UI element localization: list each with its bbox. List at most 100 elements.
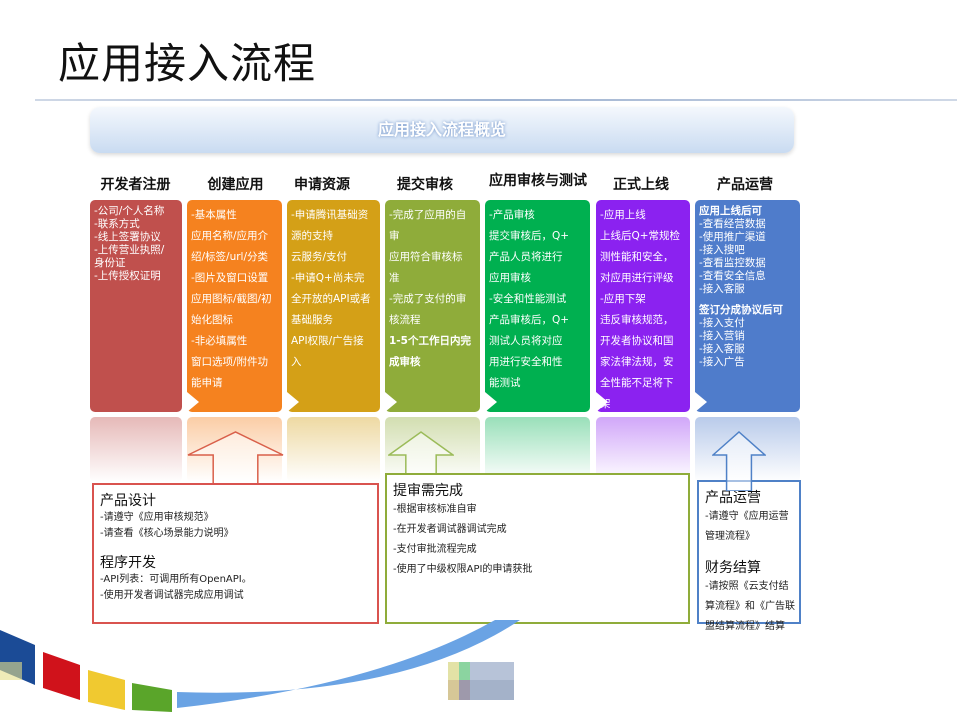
stage-line: 开发者协议和国 — [600, 335, 674, 347]
stage-line: 应用上线后可 — [699, 205, 762, 217]
note-box-left: 产品设计-请遵守《应用审核规范》-请查看《核心场景能力说明》程序开发-API列表… — [92, 483, 379, 624]
stage-line: 应用审核 — [489, 272, 531, 284]
stage-line: 源的支持 — [291, 230, 333, 242]
note-line: -根据审核标准自审 — [393, 504, 477, 515]
stage-line: -申请Q+尚未完 — [291, 272, 365, 284]
stage-line: -公司/个人名称 — [94, 205, 165, 217]
stage-line: -接入客服 — [699, 343, 745, 355]
note-line: -支付审批流程完成 — [393, 544, 477, 555]
note-box-right: 产品运营-请遵守《应用运营管理流程》财务结算-请按照《云支付结算流程》和《广告联… — [697, 480, 801, 632]
stage-line: 能申请 — [191, 377, 223, 389]
stage-line: 提交审核后，Q+ — [489, 230, 570, 242]
up-arrow-icon — [712, 431, 766, 491]
note-heading: 财务结算 — [705, 560, 761, 576]
stage-line: 云服务/支付 — [291, 251, 348, 263]
note-line: 盟结算流程》结算 — [705, 621, 785, 632]
note-line: -请按照《云支付结 — [705, 581, 789, 592]
stage-line: 1-5个工作日内完 — [389, 335, 471, 347]
stage-line: 家法律法规，安 — [600, 356, 674, 368]
flow-arrow-icon — [485, 392, 497, 412]
stage-line: 测性能和安全， — [600, 251, 674, 263]
stage-line: -完成了支付的审 — [389, 293, 467, 305]
stage-line: 成审核 — [389, 356, 421, 368]
stage-card: -产品审核提交审核后，Q+产品人员将进行应用审核-安全和性能测试产品审核后，Q+… — [485, 200, 590, 412]
stage-line: 审 — [389, 230, 400, 242]
stage-line: 绍/标签/url/分类 — [191, 251, 269, 263]
flow-arrow-icon — [695, 392, 707, 412]
stage-line: 产品审核后，Q+ — [489, 314, 570, 326]
stage-title: 提交审核 — [397, 177, 453, 193]
note-line: -请查看《核心场景能力说明》 — [100, 528, 234, 539]
stage-line: 应用图标/截图/初 — [191, 293, 272, 305]
stage-line: 始化图标 — [191, 314, 233, 326]
stage-line: 应用符合审核标 — [389, 251, 463, 263]
flow-arrow-icon — [187, 392, 199, 412]
stage-line: 违反审核规范， — [600, 314, 674, 326]
stage-line: -查看安全信息 — [699, 270, 766, 282]
stage-line: 入 — [291, 356, 302, 368]
stage-title: 产品运营 — [717, 177, 773, 193]
stage-line: -查看经营数据 — [699, 218, 766, 230]
stage-line: 能测试 — [489, 377, 521, 389]
stage-title: 申请资源 — [294, 177, 350, 193]
stage-line: -安全和性能测试 — [489, 293, 567, 305]
stage-line: 窗口选项/附件功 — [191, 356, 269, 368]
stage-line: -接入搜吧 — [699, 244, 745, 256]
note-heading: 提审需完成 — [393, 483, 463, 499]
note-line: -请遵守《应用审核规范》 — [100, 512, 214, 523]
stage-line: -联系方式 — [94, 218, 140, 230]
stage-line: -线上签署协议 — [94, 231, 161, 243]
stage-line: 签订分成协议后可 — [699, 304, 783, 316]
page-title: 应用接入流程 — [58, 39, 317, 88]
stage-line: 应用名称/应用介 — [191, 230, 269, 242]
note-box-middle: 提审需完成 -根据审核标准自审 -在开发者调试器调试完成 -支付审批流程完成 -使用了中… — [385, 473, 690, 624]
stage-line: -使用推广渠道 — [699, 231, 766, 243]
stage-line: 全性能不足将下 — [600, 377, 674, 389]
note-line: -请遵守《应用运营 — [705, 511, 789, 522]
note-line: -在开发者调试器调试完成 — [393, 524, 507, 535]
stage-line: 身份证 — [94, 257, 126, 269]
stage-reflection — [485, 417, 590, 482]
stage-line: -产品审核 — [489, 209, 535, 221]
stage-line: -应用下架 — [600, 293, 646, 305]
stage-line: 用进行安全和性 — [489, 356, 563, 368]
stage-line: 基础服务 — [291, 314, 333, 326]
stage-line: -接入营销 — [699, 330, 745, 342]
stage-line: -查看监控数据 — [699, 257, 766, 269]
stage-card: -基本属性应用名称/应用介绍/标签/url/分类 -图片及窗口设置应用图标/截图/… — [187, 200, 282, 412]
stage-line: 上线后Q+常规检 — [600, 230, 681, 242]
stage-line: API权限/广告接 — [291, 335, 364, 347]
stage-title: 正式上线 — [613, 177, 669, 193]
stage-line: -非必填属性 — [191, 335, 248, 347]
stage-reflection — [90, 417, 182, 482]
note-line: 管理流程》 — [705, 531, 755, 542]
stage-line: 架 — [600, 398, 611, 410]
stage-line: 对应用进行评级 — [600, 272, 674, 284]
stage-line: -接入广告 — [699, 356, 745, 368]
note-line: -使用了中级权限API的申请获批 — [393, 564, 533, 575]
stage-line: -接入客服 — [699, 283, 745, 295]
title-divider — [35, 99, 957, 101]
stage-card: -公司/个人名称-联系方式-线上签署协议-上传营业执照/ 身份证-上传授权证明 — [90, 200, 182, 412]
note-heading: 产品设计 — [100, 493, 156, 509]
note-heading: 程序开发 — [100, 555, 156, 571]
footer-decoration — [0, 620, 520, 712]
flow-arrow-icon — [287, 392, 299, 412]
stage-line: 准 — [389, 272, 400, 284]
stage-line: -上传营业执照/ — [94, 244, 165, 256]
stage-line: -基本属性 — [191, 209, 237, 221]
stage-title: 应用审核与测试 — [489, 173, 587, 189]
note-line: -使用开发者调试器完成应用调试 — [100, 590, 244, 601]
stage-reflection — [287, 417, 380, 482]
overview-banner: 应用接入流程概览 — [90, 107, 794, 153]
stage-line: -接入支付 — [699, 317, 745, 329]
up-arrow-icon — [187, 431, 284, 491]
stage-line: -完成了应用的自 — [389, 209, 467, 221]
stage-card: 应用上线后可-查看经营数据-使用推广渠道-接入搜吧-查看监控数据-查看安全信息-… — [695, 200, 800, 412]
stage-line: 全开放的API或者 — [291, 293, 371, 305]
stage-reflection — [596, 417, 690, 482]
stage-line: -图片及窗口设置 — [191, 272, 269, 284]
stage-line: 核流程 — [389, 314, 421, 326]
stage-card: -完成了应用的自审应用符合审核标准 -完成了支付的审核流程 1-5个工作日内完成审核 — [385, 200, 480, 412]
note-line: 算流程》和《广告联 — [705, 601, 795, 612]
